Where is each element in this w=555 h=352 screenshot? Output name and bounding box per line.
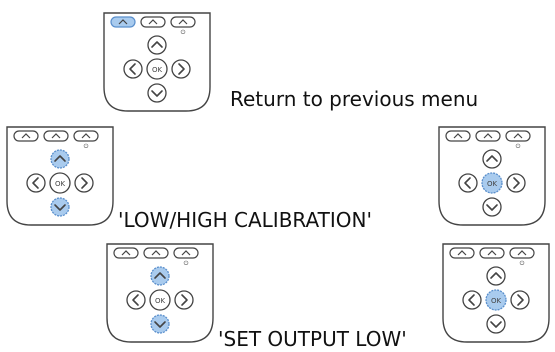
ok-key: OK xyxy=(49,172,71,194)
remote-set-output-nav: ⏻ OK xyxy=(106,243,214,343)
top-middle-key xyxy=(43,130,69,142)
power-icon: ⏻ xyxy=(184,260,189,267)
top-right-key xyxy=(173,247,199,259)
remote-return: ⏻ OK xyxy=(103,12,211,112)
remote-set-output-ok: ⏻ OK xyxy=(442,243,550,343)
ok-key-label: OK xyxy=(152,66,163,74)
top-left-key xyxy=(449,247,475,259)
ok-key-highlighted: OK xyxy=(481,172,503,194)
left-arrow-key xyxy=(26,173,46,193)
right-arrow-key xyxy=(171,59,191,79)
top-left-key xyxy=(113,247,139,259)
down-arrow-key xyxy=(486,314,506,334)
power-icon: ⏻ xyxy=(181,29,186,36)
up-arrow-key xyxy=(482,149,502,169)
up-arrow-key xyxy=(486,266,506,286)
right-arrow-key xyxy=(506,173,526,193)
caption-low-high-calibration: 'LOW/HIGH CALIBRATION' xyxy=(118,208,372,232)
down-arrow-key xyxy=(147,83,167,103)
top-middle-key xyxy=(140,16,166,28)
left-arrow-key xyxy=(462,290,482,310)
right-arrow-key xyxy=(174,290,194,310)
top-left-key xyxy=(13,130,39,142)
left-arrow-key xyxy=(458,173,478,193)
top-right-key xyxy=(170,16,196,28)
up-arrow-key-highlighted xyxy=(50,149,70,169)
right-arrow-key xyxy=(74,173,94,193)
ok-key-label: OK xyxy=(487,180,498,188)
caption-set-output-low: 'SET OUTPUT LOW' xyxy=(218,327,407,351)
top-middle-key xyxy=(475,130,501,142)
top-middle-key xyxy=(143,247,169,259)
power-icon: ⏻ xyxy=(84,143,89,150)
top-right-key xyxy=(73,130,99,142)
ok-key: OK xyxy=(149,289,171,311)
top-right-key xyxy=(505,130,531,142)
up-arrow-key-highlighted xyxy=(150,266,170,286)
top-left-key-highlighted xyxy=(110,16,136,28)
ok-key-label: OK xyxy=(55,180,66,188)
top-left-key xyxy=(445,130,471,142)
power-icon: ⏻ xyxy=(516,143,521,150)
remote-low-high-ok: ⏻ OK xyxy=(438,126,546,226)
down-arrow-key-highlighted xyxy=(150,314,170,334)
power-icon: ⏻ xyxy=(520,260,525,267)
top-right-key xyxy=(509,247,535,259)
down-arrow-key-highlighted xyxy=(50,197,70,217)
ok-key-highlighted: OK xyxy=(485,289,507,311)
left-arrow-key xyxy=(126,290,146,310)
ok-key-label: OK xyxy=(491,297,502,305)
caption-return-to-previous-menu: Return to previous menu xyxy=(230,87,479,111)
up-arrow-key xyxy=(147,35,167,55)
left-arrow-key xyxy=(123,59,143,79)
remote-low-high-nav: ⏻ OK xyxy=(6,126,114,226)
down-arrow-key xyxy=(482,197,502,217)
right-arrow-key xyxy=(510,290,530,310)
ok-key: OK xyxy=(146,58,168,80)
ok-key-label: OK xyxy=(155,297,166,305)
top-middle-key xyxy=(479,247,505,259)
